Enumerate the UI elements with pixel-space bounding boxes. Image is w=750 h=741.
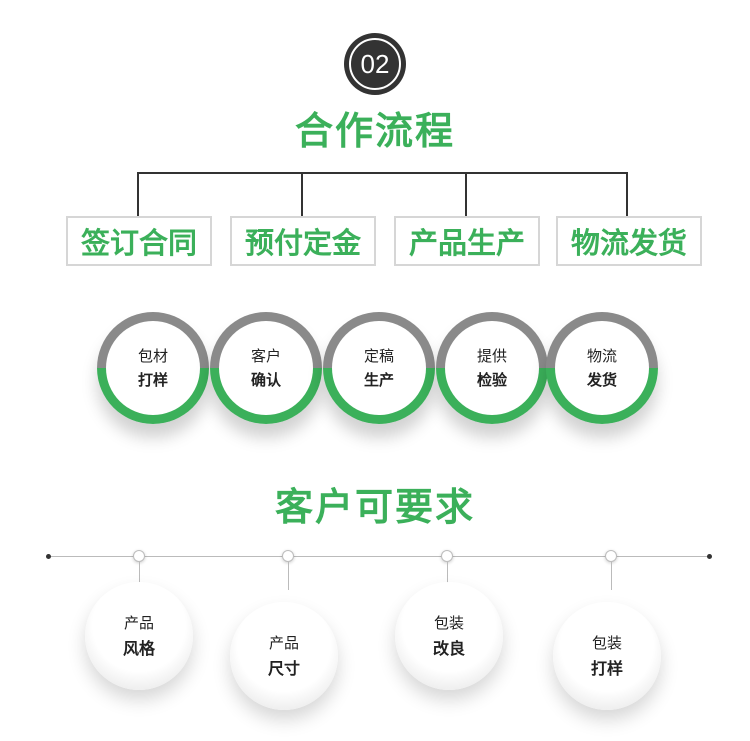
requirement-product-style: 产品 风格 — [85, 582, 193, 690]
ball-label-top: 产品 — [268, 634, 299, 652]
timeline-node — [441, 550, 453, 562]
timeline-end-dot — [707, 554, 712, 559]
ring-label-bottom: 打样 — [137, 371, 168, 389]
ring-label-top: 包材 — [137, 347, 168, 365]
timeline-line — [48, 556, 710, 557]
ball-label-top: 包装 — [433, 614, 464, 632]
ring-label-bottom: 生产 — [363, 371, 394, 389]
timeline-node — [282, 550, 294, 562]
timeline-stem — [611, 562, 612, 590]
process-ring-4: 提供 检验 — [436, 312, 548, 424]
timeline-end-dot — [46, 554, 51, 559]
ball-label-bottom: 改良 — [432, 639, 465, 658]
ball-label-bottom: 风格 — [122, 639, 155, 658]
ring-label-top: 物流 — [586, 347, 617, 365]
ball-label-top: 产品 — [123, 614, 154, 632]
requirements-title: 客户可要求 — [274, 485, 475, 529]
ball-label-bottom: 尺寸 — [267, 659, 300, 678]
requirement-packaging-sample: 包装 打样 — [553, 602, 661, 710]
ball-label-bottom: 打样 — [590, 659, 623, 678]
process-ring-1: 包材 打样 — [97, 312, 209, 424]
cooperation-title: 合作流程 — [294, 109, 455, 153]
ring-label-bottom: 确认 — [250, 371, 281, 389]
step-sign-contract: 签订合同 — [66, 216, 212, 266]
step-logistics-shipping: 物流发货 — [556, 216, 702, 266]
ring-label-bottom: 发货 — [586, 371, 617, 389]
ring-label-top: 提供 — [476, 347, 507, 365]
timeline-stem — [139, 562, 140, 590]
process-ring-2: 客户 确认 — [210, 312, 322, 424]
step-production: 产品生产 — [394, 216, 540, 266]
ring-label-bottom: 检验 — [476, 371, 507, 389]
ring-label-top: 定稿 — [363, 347, 394, 365]
ball-label-top: 包装 — [591, 634, 622, 652]
process-ring-3: 定稿 生产 — [323, 312, 435, 424]
step-number: 02 — [349, 38, 401, 90]
ring-label-top: 客户 — [250, 347, 281, 365]
process-ring-5: 物流 发货 — [546, 312, 658, 424]
tree-connector-horizontal — [137, 172, 628, 174]
tree-connector-drop — [301, 172, 303, 216]
timeline-node — [133, 550, 145, 562]
timeline-stem — [447, 562, 448, 590]
tree-connector-drop — [465, 172, 467, 216]
timeline-node — [605, 550, 617, 562]
requirement-product-size: 产品 尺寸 — [230, 602, 338, 710]
tree-connector-drop — [626, 172, 628, 216]
step-prepay-deposit: 预付定金 — [230, 216, 376, 266]
timeline-stem — [288, 562, 289, 590]
requirement-packaging-improvement: 包装 改良 — [395, 582, 503, 690]
step-number-badge: 02 — [344, 33, 406, 95]
tree-connector-drop — [137, 172, 139, 216]
